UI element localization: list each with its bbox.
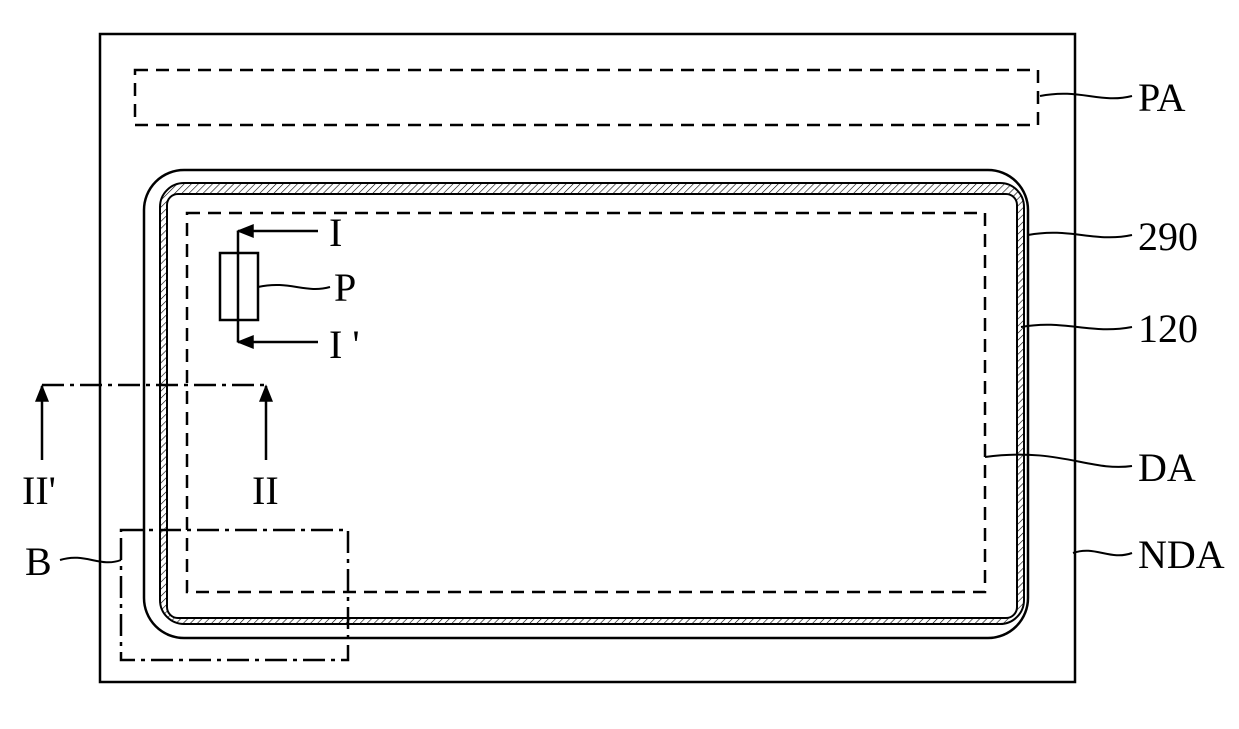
leader-b bbox=[60, 558, 121, 563]
label-nda: NDA bbox=[1138, 532, 1225, 577]
dam-290-outline bbox=[144, 170, 1028, 638]
label-section-1: I bbox=[329, 210, 342, 255]
display-area-outline bbox=[187, 213, 985, 592]
label-da: DA bbox=[1138, 445, 1196, 490]
label-b: B bbox=[25, 539, 52, 584]
leader-nda bbox=[1073, 551, 1132, 556]
label-p: P bbox=[334, 265, 356, 310]
region-b-box bbox=[121, 530, 348, 660]
label-section-1-prime: I ' bbox=[329, 322, 360, 367]
leader-pa bbox=[1040, 94, 1132, 99]
pad-area-outline bbox=[135, 70, 1038, 125]
leader-p bbox=[258, 285, 330, 289]
substrate-outline bbox=[100, 34, 1075, 682]
label-section-2-prime: II' bbox=[22, 468, 56, 513]
label-290: 290 bbox=[1138, 214, 1198, 259]
leader-da bbox=[985, 455, 1132, 467]
leader-120 bbox=[1021, 325, 1132, 330]
label-section-2: II bbox=[252, 468, 279, 513]
label-pa: PA bbox=[1138, 75, 1186, 120]
leader-290 bbox=[1028, 233, 1132, 238]
label-120: 120 bbox=[1138, 306, 1198, 351]
hatched-band-120 bbox=[160, 183, 1024, 624]
